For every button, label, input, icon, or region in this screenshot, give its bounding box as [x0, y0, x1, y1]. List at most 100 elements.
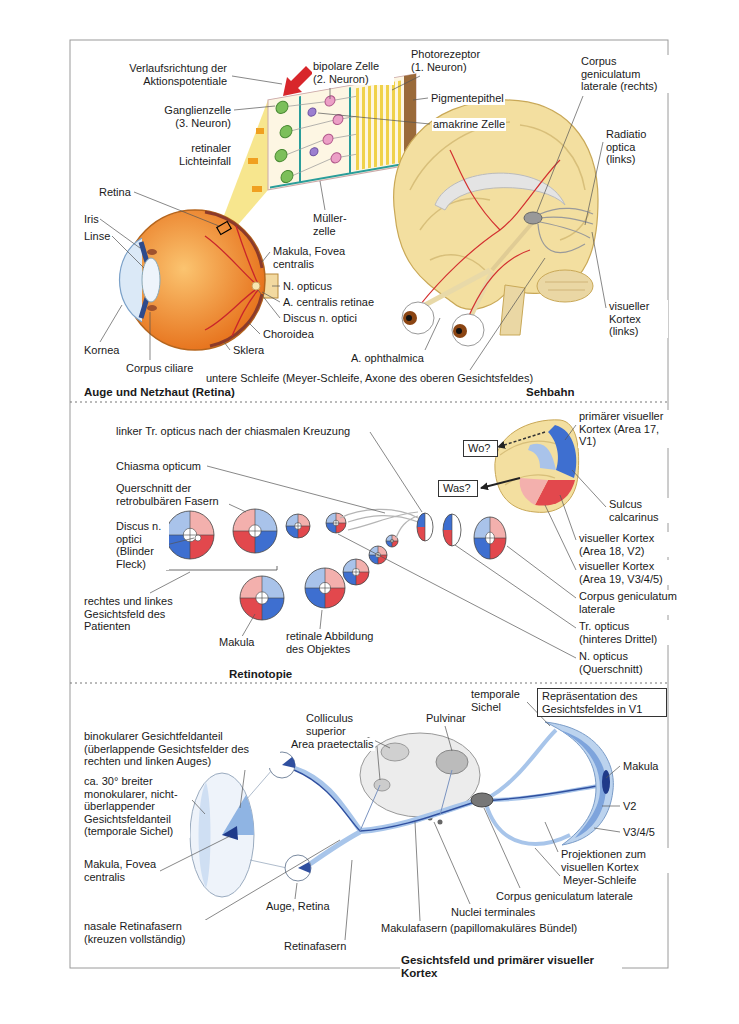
leader-lines	[585, 142, 603, 225]
section-title: Auge und Netzhaut (Retina)	[83, 386, 236, 399]
part-label: Makulafasern (papillomakuläres Bündel)	[380, 922, 578, 935]
leader-lines	[192, 840, 340, 928]
frame	[70, 40, 668, 968]
eyes	[282, 757, 295, 768]
retinotopy-discs	[343, 559, 369, 585]
part-label: Auge, Retina	[265, 900, 331, 913]
brain-illustration	[425, 270, 492, 318]
leader-lines	[545, 505, 576, 570]
visual-cortex	[545, 722, 613, 845]
retina-layers	[392, 81, 395, 164]
part-label: Iris	[83, 213, 100, 226]
leader-lines	[434, 822, 470, 904]
eyeball-illustration	[142, 258, 160, 302]
leader-lines	[232, 76, 282, 84]
part-label: V3/4/5	[622, 826, 656, 839]
part-label: Sklera	[232, 344, 265, 357]
leader-lines	[425, 318, 440, 350]
part-label: amakrine Zelle	[432, 118, 506, 131]
eyeball-illustration	[210, 294, 262, 346]
midbrain	[374, 779, 390, 791]
retinotopy-discs	[166, 566, 277, 570]
leader-lines	[392, 76, 420, 90]
brain-illustration	[452, 314, 484, 346]
part-label: temporale Sichel	[470, 688, 527, 713]
retina-layers	[331, 152, 341, 164]
part-label: retinaler Lichteinfall	[160, 142, 232, 167]
retina-layers	[275, 148, 287, 162]
leader-lines	[330, 88, 331, 99]
small-brain	[495, 420, 579, 513]
leader-lines	[158, 836, 230, 872]
eyeball-illustration	[147, 249, 157, 255]
leader-lines	[592, 232, 606, 308]
retinotopy-discs	[340, 509, 418, 538]
leader-lines	[413, 98, 428, 100]
retina-layers	[356, 88, 359, 171]
visual-pathway	[486, 804, 570, 844]
brain-illustration	[410, 122, 590, 270]
brain-illustration	[435, 173, 565, 210]
brain-illustration	[453, 324, 467, 338]
leader-lines	[507, 546, 576, 598]
eyes	[269, 752, 311, 881]
leader-lines	[484, 808, 520, 888]
part-label: A. centralis retinae	[282, 296, 375, 309]
brain-illustration	[524, 212, 542, 224]
leader-lines	[320, 610, 322, 629]
retinotopy-discs	[443, 514, 461, 546]
leader-lines	[535, 848, 560, 876]
leader-lines	[594, 828, 620, 832]
lgn	[471, 793, 493, 807]
retina-layers	[374, 85, 377, 168]
leader-lines	[207, 466, 385, 513]
visual-pathway	[488, 730, 556, 798]
brain-illustration	[456, 328, 462, 334]
leader-lines	[565, 425, 576, 440]
section-title: Retinotopie	[228, 668, 293, 681]
leader-lines	[150, 312, 151, 360]
section-title: Sehbahn	[525, 386, 576, 399]
text-box: Repräsentation des Gesichtsfeldes in V1	[537, 688, 667, 717]
part-label: Retina	[98, 186, 132, 199]
brain-illustration	[420, 150, 560, 318]
light-beam	[256, 128, 264, 134]
small-brain	[498, 432, 545, 447]
brain-illustration	[402, 302, 434, 334]
leader-lines	[320, 181, 325, 210]
leader-lines	[112, 236, 144, 268]
small-brain	[500, 441, 560, 485]
visual-field	[222, 826, 238, 840]
part-label: Discus n. optici (Blinder Fleck)	[115, 520, 169, 570]
leader-lines	[240, 770, 245, 808]
leader-lines	[258, 290, 280, 318]
part-label: Tr. opticus (hinteres Drittel)	[578, 620, 675, 645]
visual-pathway	[360, 770, 452, 831]
text-box: Wo?	[463, 440, 498, 457]
part-label: Colliculus superior	[305, 712, 387, 737]
frame	[70, 683, 668, 684]
brain-illustration	[394, 100, 598, 346]
part-label: binokularer Gesichtfeldanteil (überlappe…	[83, 730, 280, 768]
part-label: Makula	[622, 760, 659, 773]
retina-layers	[280, 125, 292, 139]
part-label: Makula, Fovea centralis	[272, 245, 354, 270]
part-label: Corpus geniculatum laterale	[495, 890, 634, 903]
leader-lines	[537, 96, 583, 212]
part-label: visueller Kortex (links)	[608, 300, 668, 338]
part-label: Corpus geniculatum laterale	[578, 590, 680, 615]
part-label: Querschnitt der retrobulbären Fasern	[115, 482, 229, 507]
direction-arrow	[283, 66, 313, 96]
part-label: Radiatio optica (links)	[605, 128, 659, 166]
retina-layers	[362, 87, 365, 170]
leader-lines	[295, 883, 297, 899]
small-brain	[481, 420, 579, 513]
retina-layers	[276, 100, 288, 114]
retina-layers	[287, 94, 356, 176]
leader-lines	[262, 292, 280, 302]
part-label: Photorezeptor (1. Neuron)	[410, 48, 492, 73]
part-label: nasale Retinafasern (kreuzen vollständig…	[83, 920, 210, 945]
visual-cortex	[560, 730, 606, 838]
part-label: visueller Kortex (Area 19, V3/4/5)	[578, 560, 680, 585]
leader-lines	[150, 572, 190, 593]
